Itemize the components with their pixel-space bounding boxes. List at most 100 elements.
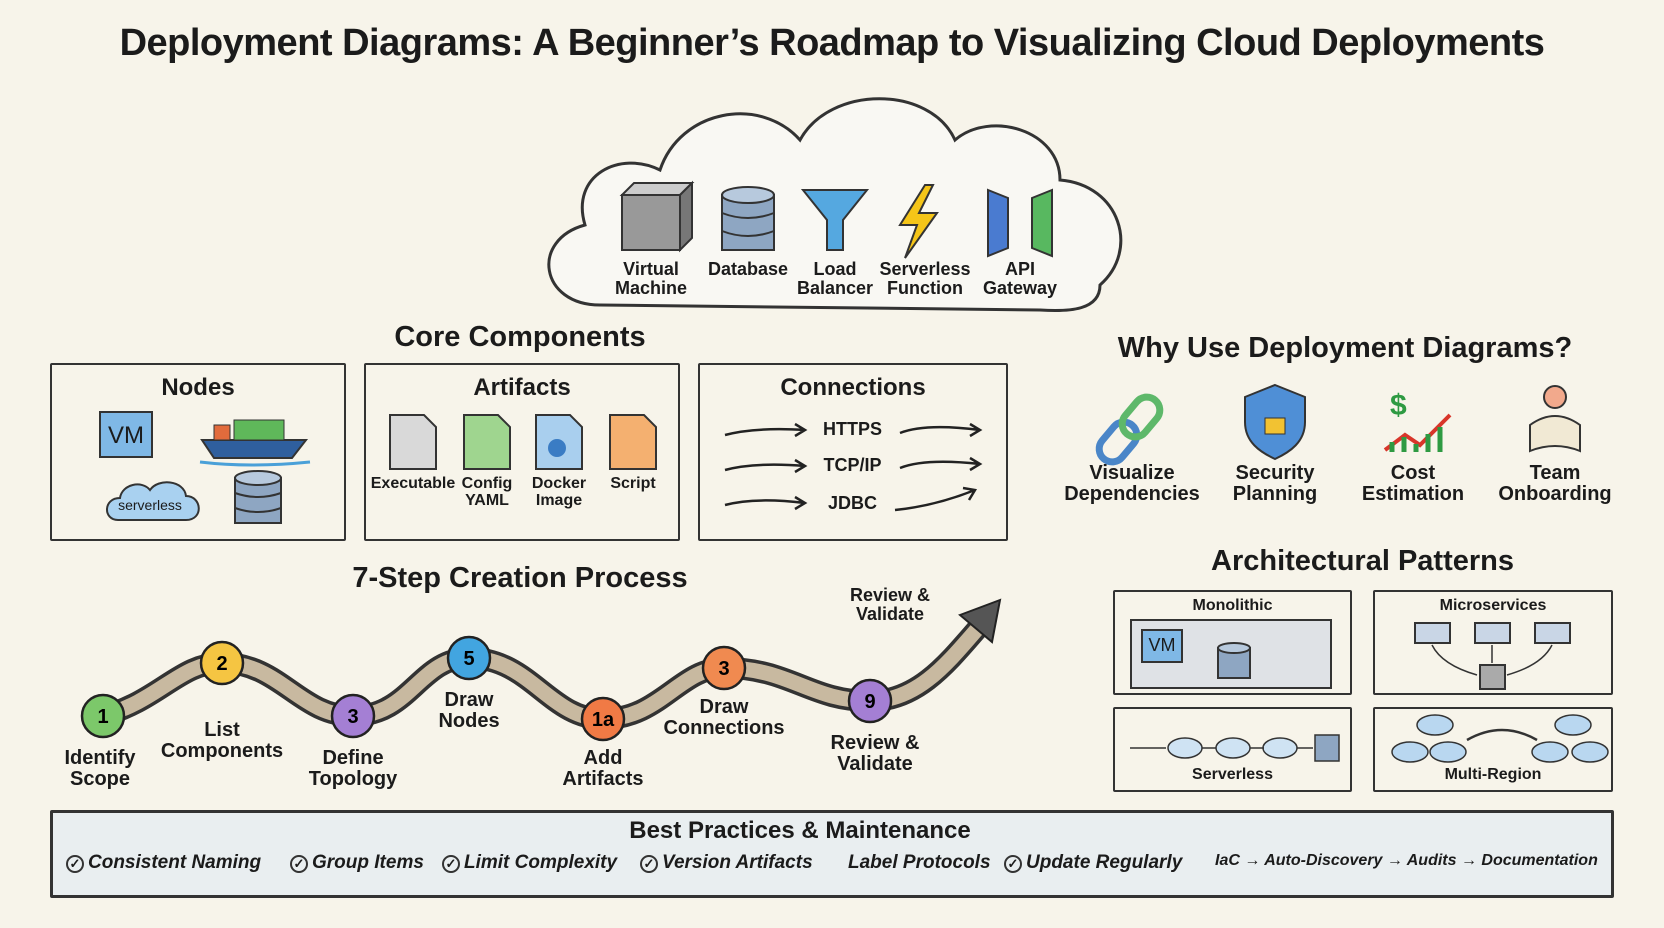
cloud-item-line1: Serverless: [879, 259, 971, 279]
vm-icon: [1141, 629, 1183, 663]
arrow-head: [958, 598, 1002, 644]
serverless-cloud-icon: [106, 481, 200, 521]
best-practice-label: Version Artifacts: [662, 852, 813, 873]
step-line2: Artifacts: [562, 768, 644, 790]
cloud-item-line1: Load: [813, 259, 857, 279]
best-practice-item: ✓Group Items: [290, 852, 424, 874]
person-reading-icon: [1529, 385, 1581, 453]
why-line2: Onboarding: [1498, 483, 1612, 505]
cloud-item-line2: Function: [887, 277, 963, 298]
connections-panel: Connections: [698, 363, 1008, 541]
best-practice-item: ✓Consistent Naming: [66, 852, 261, 874]
why-line1: Team: [1529, 462, 1581, 484]
best-practice-item: ✓Update Regularly: [1004, 852, 1182, 874]
step-circle: [330, 693, 376, 739]
step-label: Review &Validate: [805, 733, 945, 775]
pattern-title: Microservices: [1439, 597, 1547, 614]
cloud-item-database: Database: [693, 260, 803, 279]
container-ship-icon: [199, 419, 311, 467]
step-number: 9: [864, 691, 875, 713]
pattern-multi-region: Multi-Region: [1373, 707, 1613, 792]
step-line1: List: [204, 719, 240, 741]
step-line2: Nodes: [438, 710, 500, 732]
best-practices-panel: [50, 810, 1614, 898]
step-line2: Components: [160, 740, 284, 762]
maintenance-cycle: IaC → Auto-Discovery → Audits → Document…: [1215, 852, 1598, 869]
artifact-line2: YAML: [465, 491, 509, 509]
artifact-line1: Executable: [370, 475, 456, 492]
step-line1: Review &: [830, 732, 920, 754]
artifacts-panel: Artifacts: [364, 363, 680, 541]
artifacts-title: Artifacts: [473, 374, 571, 401]
step-line2: Topology: [308, 768, 398, 790]
pattern-microservices: Microservices: [1373, 590, 1613, 695]
step-number: 1: [97, 706, 108, 728]
step-line1: Draw: [444, 689, 494, 711]
nodes-title: Nodes: [161, 374, 235, 401]
best-practice-item: Label Protocols: [848, 852, 991, 874]
step-number: 5: [463, 648, 474, 670]
why-line2: Estimation: [1361, 483, 1465, 505]
best-practice-label: Label Protocols: [848, 852, 991, 873]
cloud-item-line1: API: [1004, 259, 1035, 279]
pattern-title: Multi-Region: [1444, 766, 1542, 783]
database-icon: [234, 470, 282, 524]
artifact-line1: Docker: [531, 475, 587, 492]
best-practice-item: ✓Limit Complexity: [442, 852, 617, 874]
best-practice-label: Limit Complexity: [464, 852, 618, 873]
step-circle: [847, 678, 893, 724]
artifact-line1: Config: [461, 475, 513, 492]
process-heading: 7-Step Creation Process: [352, 562, 688, 594]
artifact-line2: Image: [535, 491, 583, 509]
protocol-jdbc: JDBC: [827, 493, 877, 513]
protocol-https: HTTPS: [822, 419, 882, 439]
cloud-item-line1: Database: [707, 259, 789, 279]
step-circle: [446, 635, 492, 681]
step-circle: [701, 645, 747, 691]
page-title: Deployment Diagrams: A Beginner’s Roadma…: [119, 22, 1545, 64]
vm-label: VM: [108, 422, 144, 449]
cloud-item-line2: Balancer: [796, 277, 874, 298]
cloud-item-line1: Virtual: [623, 259, 679, 279]
docker-image-file-icon: [535, 414, 583, 470]
nodes-panel: Nodes: [50, 363, 346, 541]
why-heading: Why Use Deployment Diagrams?: [1117, 332, 1573, 364]
core-components-heading: Core Components: [394, 321, 646, 353]
artifact-item: Script: [583, 475, 683, 493]
pattern-title: Monolithic: [1192, 597, 1273, 614]
step-line1: Draw: [699, 696, 749, 718]
final-label-line2: Validate: [855, 603, 925, 624]
check-circle-icon: ✓: [442, 855, 460, 873]
pattern-monolithic: Monolithic: [1113, 590, 1352, 695]
vm-icon: [99, 411, 153, 458]
cloud-item-line2: Gateway: [982, 277, 1058, 298]
why-line1: Security: [1235, 462, 1315, 484]
pattern-serverless: Serverless: [1113, 707, 1352, 792]
why-line1: Visualize: [1089, 462, 1175, 484]
cloud-item-line2: Machine: [614, 277, 688, 298]
database-icon: [721, 186, 775, 251]
step-line1: Define: [322, 747, 384, 769]
step-number: 1a: [592, 709, 615, 731]
check-circle-icon: ✓: [66, 855, 84, 873]
config-yaml-file-icon: [463, 414, 511, 470]
funnel-icon: [800, 189, 870, 251]
best-practice-label: Consistent Naming: [88, 852, 262, 873]
step-number: 3: [347, 706, 358, 728]
step-number: 2: [216, 653, 227, 675]
protocol-tcp-ip: TCP/IP: [823, 455, 882, 475]
best-practice-label: Group Items: [312, 852, 424, 873]
script-file-icon: [609, 414, 657, 470]
monolith-vm-label: VM: [1148, 635, 1176, 655]
check-circle-icon: ✓: [640, 855, 658, 873]
gateway-icon: [987, 188, 1053, 258]
